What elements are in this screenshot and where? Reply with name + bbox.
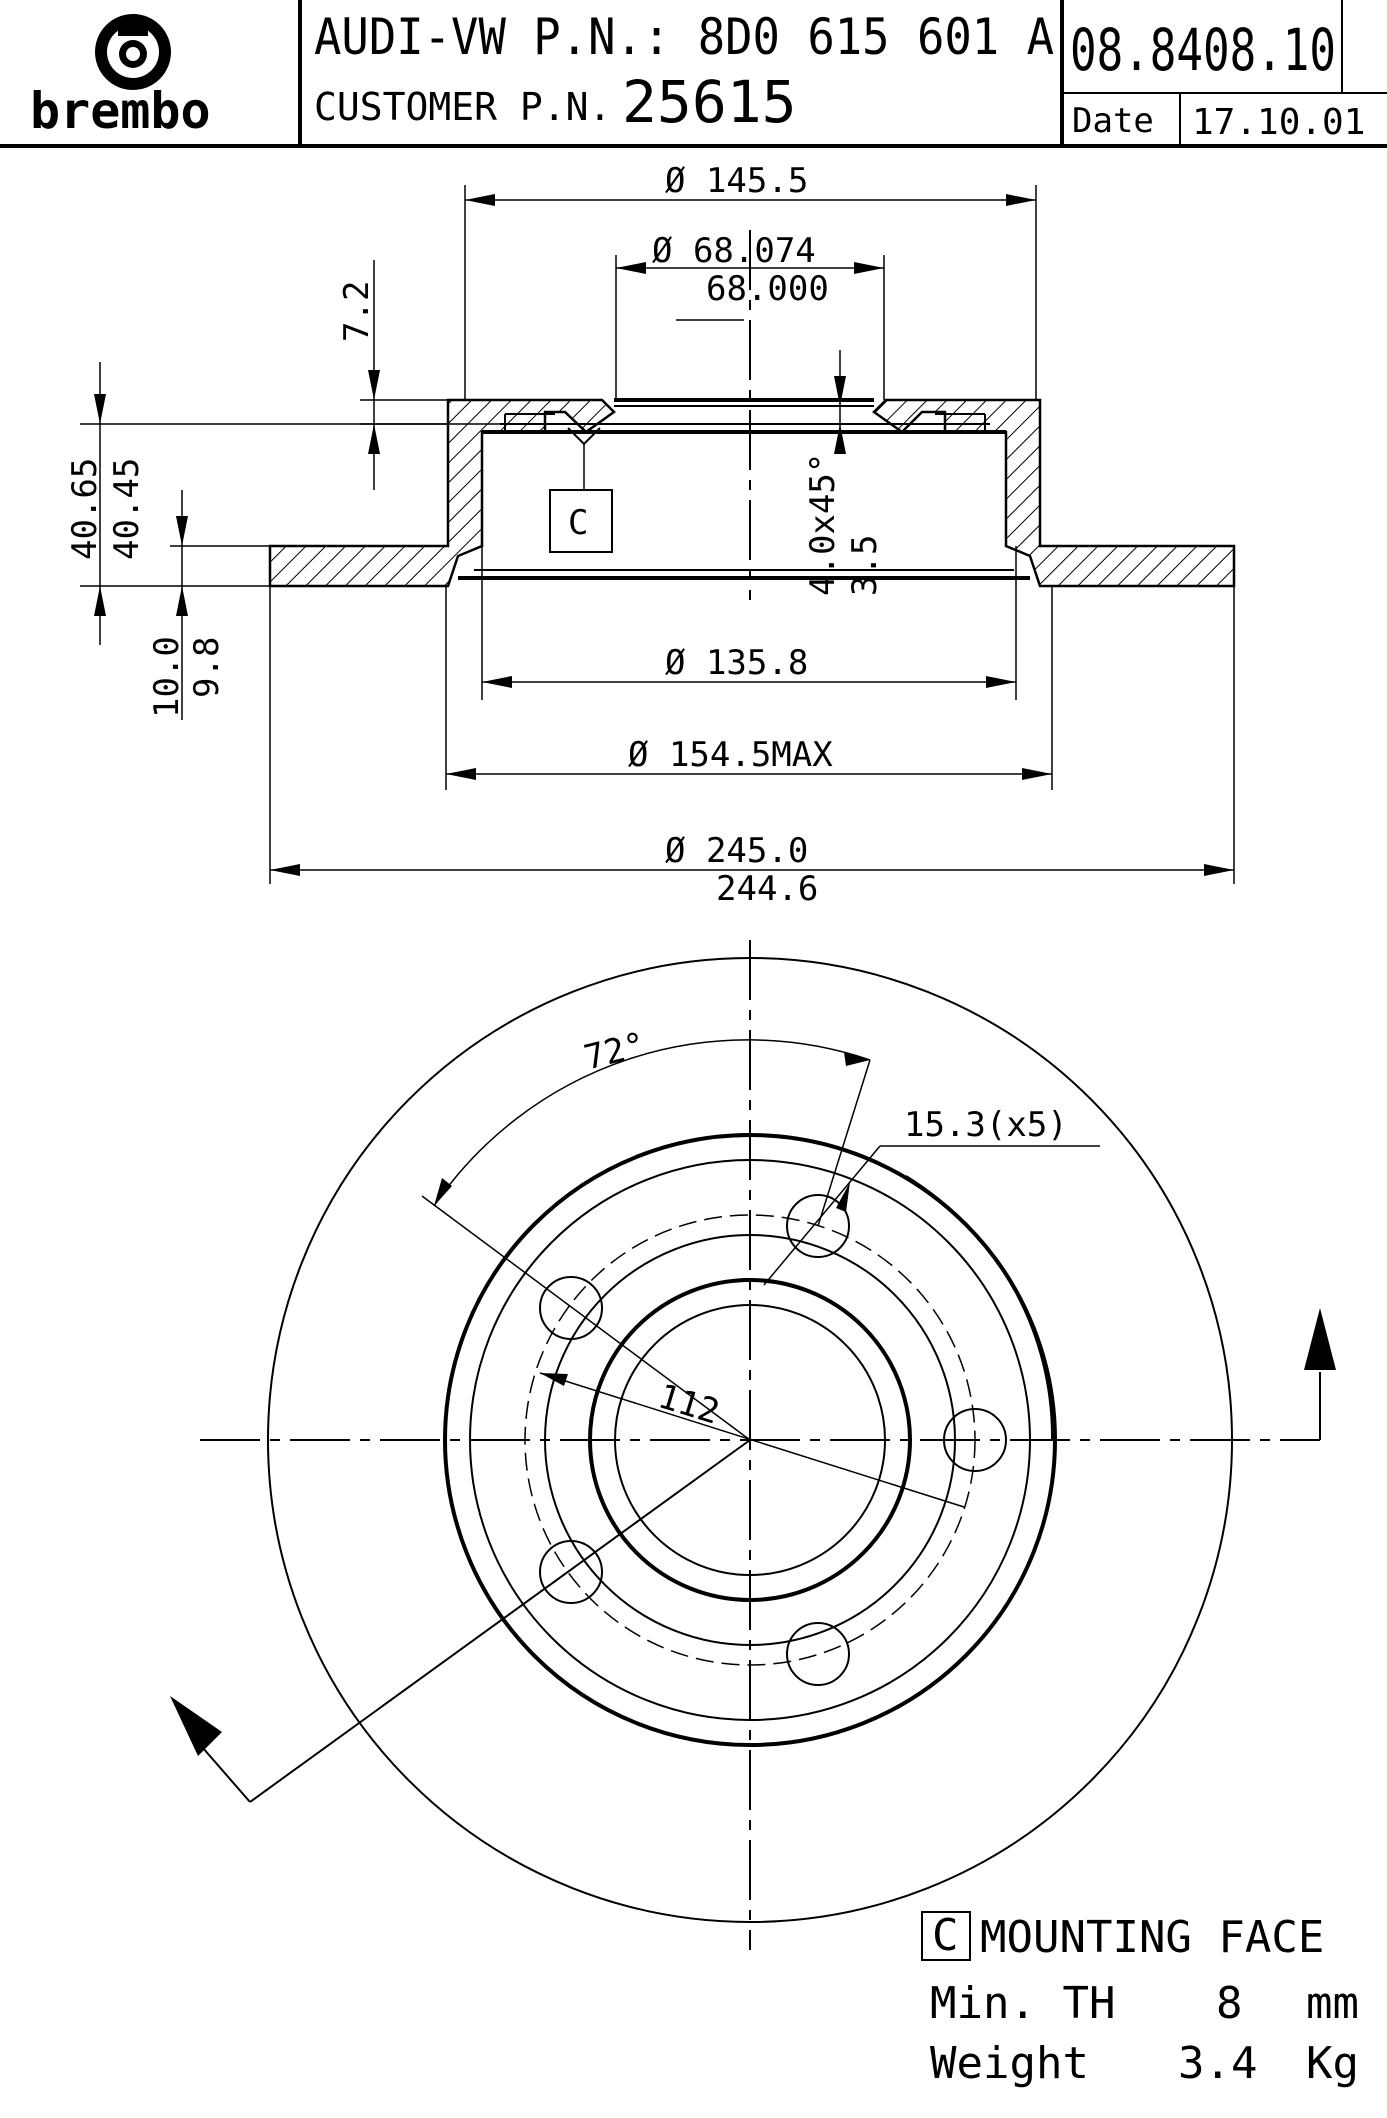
oem-part-number: AUDI-VW P.N.: 8D0 615 601 A	[314, 8, 1054, 66]
min-thickness-unit: mm	[1306, 1978, 1359, 2029]
dim-thickness-min: 9.8	[187, 637, 227, 698]
dim-center-bore-min: 68.000	[706, 269, 829, 309]
dim-hat-depth: 7.2	[337, 281, 377, 342]
bolt-holes	[539, 1194, 1007, 1686]
dim-bolt-holes: 15.3(x5)	[904, 1105, 1068, 1145]
dim-pcd: 112	[654, 1377, 724, 1433]
dim-hat-max: Ø 154.5MAX	[628, 735, 833, 775]
dim-thickness-max: 10.0	[147, 636, 187, 718]
date-label: Date	[1072, 101, 1154, 141]
min-thickness-label: Min. TH	[930, 1978, 1115, 2029]
dim-height-max: 40.65	[65, 458, 105, 560]
dim-bolt-angle: 72°	[580, 1025, 649, 1079]
brembo-logo	[95, 14, 171, 90]
brand-wordmark: brembo	[30, 82, 211, 140]
dim-chamfer: 4.0x45°	[803, 453, 843, 596]
section-left-outline	[268, 398, 616, 588]
min-thickness-value: 8	[1216, 1978, 1243, 2029]
notes-block: C MOUNTING FACE Min. TH 8 mm Weight 3.4 …	[921, 1910, 1359, 2089]
dim-height-min: 40.45	[107, 458, 147, 560]
dim-offset: 3.5	[845, 535, 885, 596]
dim-center-bore-max: Ø 68.074	[652, 231, 816, 271]
dim-outer-hat: Ø 145.5	[665, 161, 808, 201]
weight-unit: Kg	[1306, 2038, 1359, 2089]
dim-disc-max: Ø 245.0	[665, 831, 808, 871]
section-right-outline	[872, 398, 1236, 588]
date-value: 17.10.01	[1192, 102, 1365, 143]
title-block: brembo AUDI-VW P.N.: 8D0 615 601 A CUSTO…	[0, 0, 1387, 148]
weight-label: Weight	[930, 2038, 1089, 2089]
reference-c-label: C	[568, 503, 588, 543]
brembo-code: 08.8408.10	[1070, 16, 1336, 84]
mounting-face-symbol: C	[932, 1910, 959, 1961]
dim-disc-min: 244.6	[716, 869, 818, 909]
customer-pn-value: 25615	[622, 68, 797, 136]
customer-pn-label: CUSTOMER P.N.	[314, 85, 611, 129]
dim-inner-hat: Ø 135.8	[665, 643, 808, 683]
section-view: C Ø 145.5 Ø 68.074 68.000 7.2 40.65 40.4…	[65, 161, 1236, 909]
front-view: 72° 15.3(x5) 112	[170, 940, 1336, 1950]
mounting-face-label: MOUNTING FACE	[980, 1912, 1324, 1963]
weight-value: 3.4	[1178, 2038, 1257, 2089]
